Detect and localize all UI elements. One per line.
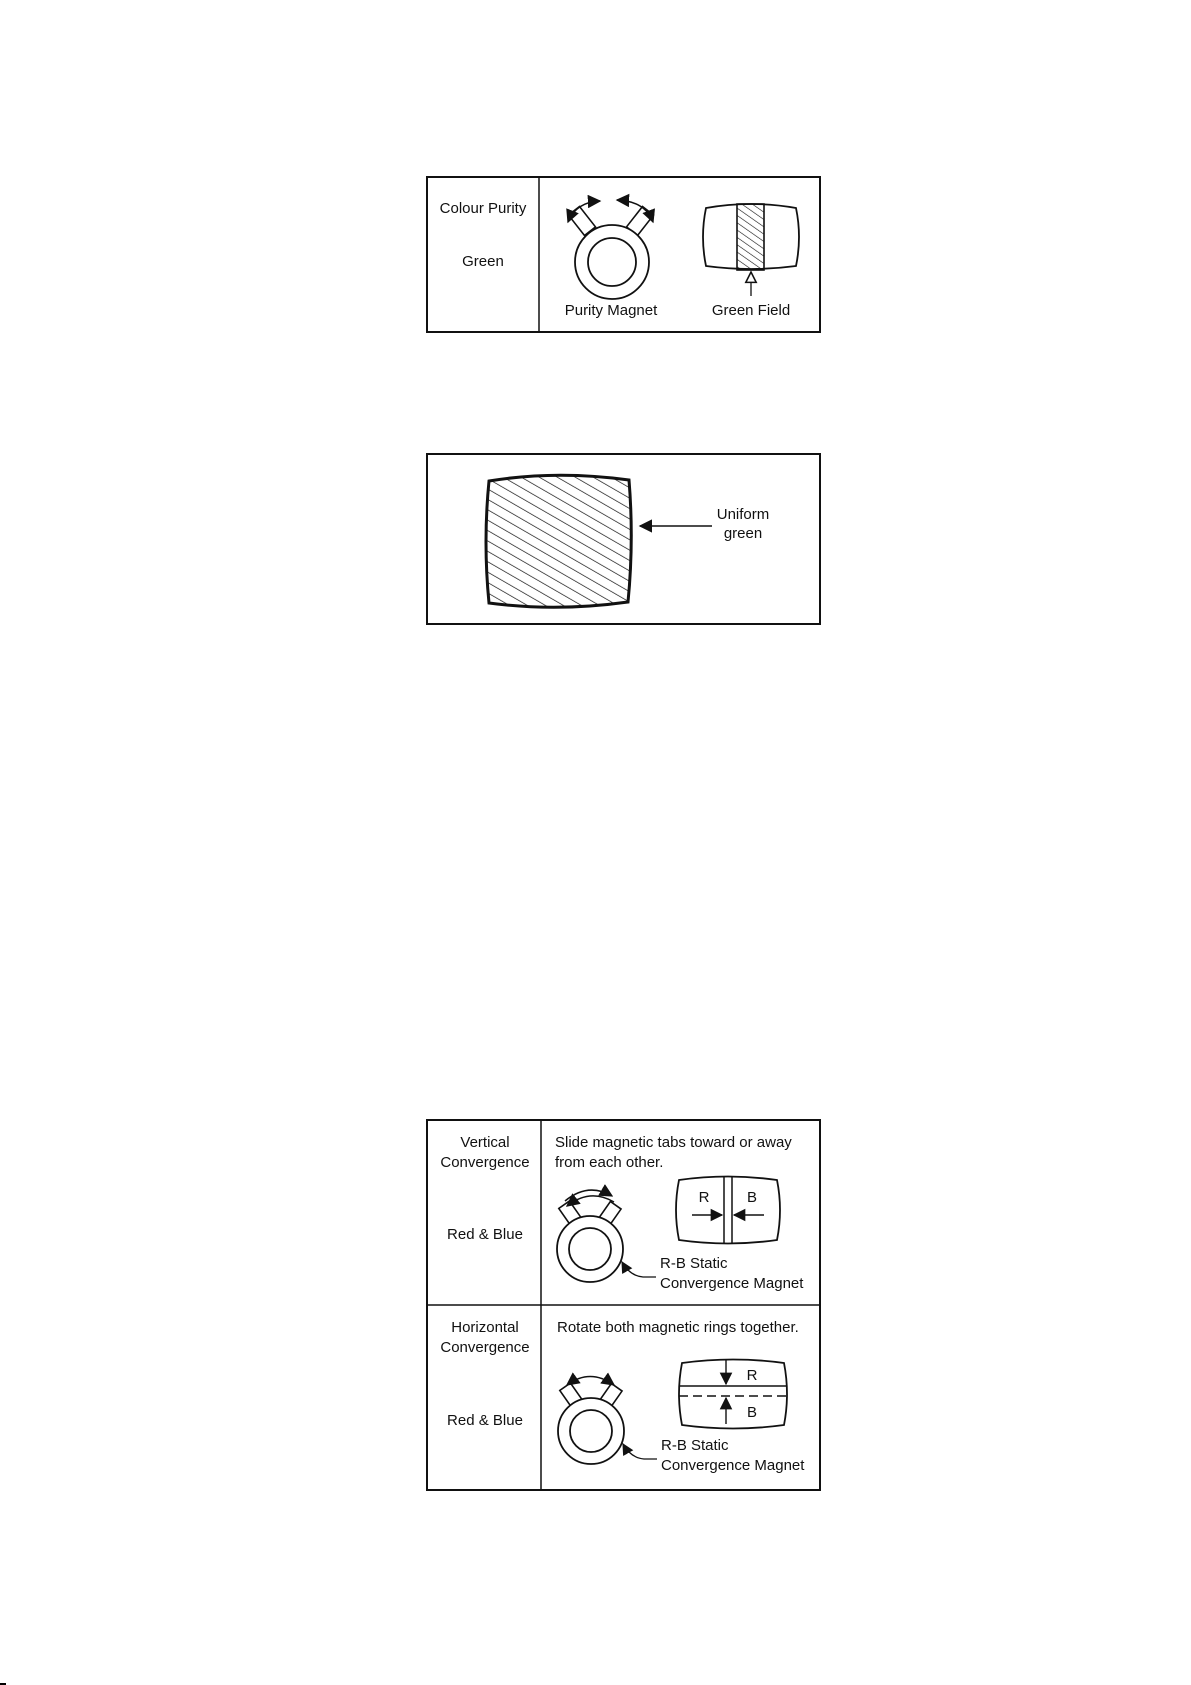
uniform-green-screen-icon [486,475,631,607]
horizontal-convergence-row: Horizontal Convergence Red & Blue Rotate… [440,1319,805,1474]
colour-purity-title: Colour Purity [440,200,527,217]
colour-purity-colour: Green [462,253,504,270]
rb-static-magnet-icon-2 [558,1377,657,1465]
purity-magnet-icon [568,200,654,299]
horizontal-marker-b: B [747,1404,757,1421]
vertical-instruction-line1: Slide magnetic tabs toward or away [555,1134,792,1151]
horizontal-screen-icon [679,1360,787,1429]
vertical-title-line2: Convergence [440,1154,529,1171]
green-field-caption: Green Field [712,302,790,319]
vertical-magnet-line1: R-B Static [660,1255,728,1272]
horizontal-title-line1: Horizontal [451,1319,519,1336]
convergence-box: Vertical Convergence Red & Blue Slide ma… [427,1120,820,1490]
vertical-marker-b: B [747,1189,757,1206]
colour-purity-box: Colour Purity Green Purity Magnet Green … [427,177,820,332]
uniform-label-line1: Uniform [717,506,770,523]
vertical-magnet-line2: Convergence Magnet [660,1275,804,1292]
uniform-green-box: Uniform green [427,454,820,624]
vertical-instruction-line2: from each other. [555,1154,663,1171]
horizontal-magnet-line1: R-B Static [661,1437,729,1454]
horizontal-colour: Red & Blue [447,1412,523,1429]
uniform-label-line2: green [724,525,762,542]
green-field-screen-icon [703,204,799,296]
purity-magnet-caption: Purity Magnet [565,302,658,319]
vertical-marker-r: R [699,1189,710,1206]
horizontal-magnet-line2: Convergence Magnet [661,1457,805,1474]
vertical-convergence-row: Vertical Convergence Red & Blue Slide ma… [440,1134,804,1292]
vertical-screen-icon [676,1176,780,1244]
vertical-title-line1: Vertical [460,1134,509,1151]
horizontal-instruction: Rotate both magnetic rings together. [557,1319,799,1336]
horizontal-marker-r: R [747,1367,758,1384]
horizontal-title-line2: Convergence [440,1339,529,1356]
vertical-colour: Red & Blue [447,1226,523,1243]
rb-static-magnet-icon [557,1190,656,1282]
